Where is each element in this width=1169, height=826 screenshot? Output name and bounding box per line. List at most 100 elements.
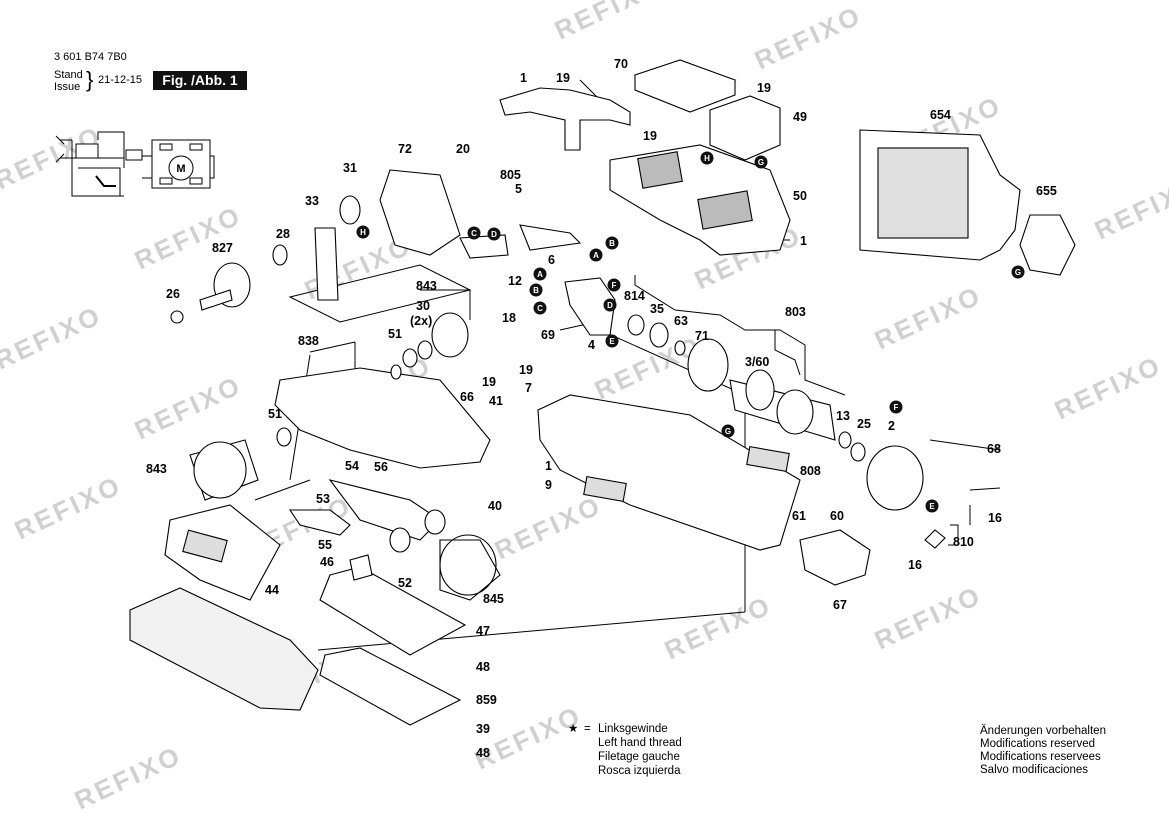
connector-marker: B [529, 283, 543, 297]
svg-text:E: E [929, 502, 935, 511]
svg-text:G: G [1015, 268, 1021, 277]
svg-text:G: G [725, 427, 731, 436]
connector-marker: B [605, 236, 619, 250]
part-label: 654 [930, 108, 951, 122]
connector-marker: D [487, 227, 501, 241]
legend-line-de: Linksgewinde [598, 723, 668, 735]
watermark-text: REFIXO [660, 590, 777, 666]
part-label: 67 [833, 598, 847, 612]
modifications-line-en: Modifications reserved [980, 738, 1096, 750]
part-label: 814 [624, 289, 645, 303]
part-label: 70 [614, 57, 628, 71]
part-label: 44 [265, 583, 279, 597]
figure-badge: Fig. /Abb. 1 [153, 71, 247, 90]
part-label: 19 [556, 71, 570, 85]
part-label: 51 [388, 327, 402, 341]
connector-marker: G [1011, 265, 1025, 279]
stand-label: Stand [54, 69, 83, 81]
part-label: 3/60 [745, 355, 769, 369]
svg-text:C: C [471, 229, 477, 238]
part-label: 805 [500, 168, 521, 182]
part-label: 25 [857, 417, 871, 431]
legend-line-es: Rosca izquierda [598, 765, 681, 777]
legend-line-en: Left hand thread [598, 737, 682, 749]
connector-marker: A [589, 248, 603, 262]
part-label: 13 [836, 409, 850, 423]
part-label: 2 [888, 419, 895, 433]
issue-label: Issue [54, 81, 81, 93]
part-label: 5 [515, 182, 522, 196]
part-label: 50 [793, 189, 807, 203]
part-label: 30 [416, 299, 430, 313]
modifications-line-fr: Modifications reservees [980, 751, 1101, 763]
part-label: 19 [482, 375, 496, 389]
svg-text:F: F [612, 281, 617, 290]
part-label: 39 [476, 722, 490, 736]
svg-text:C: C [537, 304, 543, 313]
part-label: 56 [374, 460, 388, 474]
connector-marker: G [721, 424, 735, 438]
part-label: 843 [416, 279, 437, 293]
part-label: 810 [953, 535, 974, 549]
part-label: 6 [548, 253, 555, 267]
guide-lines [254, 79, 971, 651]
part-label: (2x) [410, 314, 432, 328]
part-label: 41 [489, 394, 503, 408]
part-label: 33 [305, 194, 319, 208]
part-label: 16 [988, 511, 1002, 525]
part-label: 53 [316, 492, 330, 506]
part-label: 20 [456, 142, 470, 156]
brace-glyph: } [86, 67, 94, 92]
connector-marker: F [607, 278, 621, 292]
watermark-text: REFIXO [70, 740, 187, 816]
part-label: 49 [793, 110, 807, 124]
part-label: 1 [545, 459, 552, 473]
part-label: 47 [476, 624, 490, 638]
part-label: 72 [398, 142, 412, 156]
watermark-text: REFIXO [1050, 350, 1167, 426]
connector-marker: H [356, 225, 370, 239]
part-label: 827 [212, 241, 233, 255]
svg-text:D: D [491, 230, 497, 239]
watermark-text: REFIXO [490, 490, 607, 566]
svg-text:B: B [609, 239, 615, 248]
part-label: 69 [541, 328, 555, 342]
watermark-text: REFIXO [870, 280, 987, 356]
issue-date: 21-12-15 [98, 74, 143, 86]
watermark-text: REFIXO [750, 0, 867, 75]
motor-symbol-letter: M [176, 163, 185, 175]
part-label: 68 [987, 442, 1001, 456]
part-label: 19 [519, 363, 533, 377]
watermark-text: REFIXO [0, 300, 107, 376]
part-label: 12 [508, 274, 522, 288]
svg-text:F: F [894, 403, 899, 412]
watermark-text: REFIXO [10, 470, 127, 546]
watermark-text: REFIXO [470, 700, 587, 776]
svg-text:B: B [533, 286, 539, 295]
part-shapes [129, 59, 1076, 726]
connector-marker: D [603, 298, 617, 312]
part-label: 19 [643, 129, 657, 143]
connector-marker: E [605, 334, 619, 348]
svg-text:H: H [704, 154, 710, 163]
part-label: 4 [588, 338, 595, 352]
part-label: 16 [908, 558, 922, 572]
part-label: 40 [488, 499, 502, 513]
part-label: 859 [476, 693, 497, 707]
svg-text:G: G [758, 158, 764, 167]
part-label: 51 [268, 407, 282, 421]
part-label: 48 [476, 660, 490, 674]
connector-marker: G [754, 155, 768, 169]
circuit-diagram [55, 131, 215, 197]
part-label: 35 [650, 302, 664, 316]
part-label: 55 [318, 538, 332, 552]
connector-marker: C [467, 226, 481, 240]
svg-text:A: A [537, 270, 543, 279]
part-label: 803 [785, 305, 806, 319]
star-symbol: ★ [568, 723, 579, 735]
part-label: 31 [343, 161, 357, 175]
svg-text:A: A [593, 251, 599, 260]
part-label: 66 [460, 390, 474, 404]
